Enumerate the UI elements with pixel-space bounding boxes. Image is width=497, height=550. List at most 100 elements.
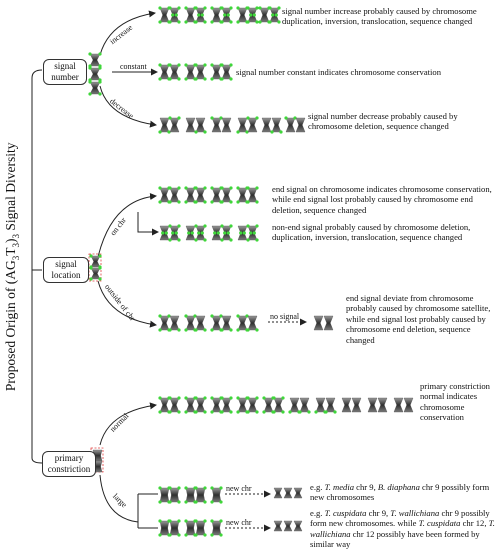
green-signal-dot-icon [177, 238, 181, 242]
green-signal-dot-icon [158, 63, 162, 67]
chromosome-icon [194, 486, 207, 504]
green-signal-dot-icon [229, 396, 233, 400]
chromosome-icon [268, 6, 281, 24]
green-signal-dot-icon [220, 20, 224, 24]
green-signal-dot-icon [219, 519, 223, 523]
green-signal-dot-icon [219, 116, 223, 120]
arrow-large-split [137, 493, 158, 529]
green-signal-dot-icon [220, 410, 224, 414]
green-signal-dot-icon [249, 13, 253, 17]
green-signal-dot-icon [246, 200, 250, 204]
chromosome-icon [220, 186, 233, 204]
chromosome-icon [246, 116, 259, 133]
green-signal-dot-icon [158, 328, 162, 332]
green-signal-dot-icon [210, 533, 214, 537]
green-signal-dot-icon [249, 231, 253, 235]
green-signal-dot-icon [210, 500, 214, 504]
green-signal-dot-icon [236, 314, 240, 318]
title-suffix: Signal Diversity [3, 142, 19, 231]
green-signal-dot-icon [262, 410, 266, 414]
chromosome-icon [298, 397, 311, 414]
green-signal-dot-icon [246, 410, 250, 414]
green-signal-dot-icon [168, 116, 172, 120]
green-signal-dot-icon [158, 314, 162, 318]
green-signal-dot-icon [193, 314, 197, 318]
chromosome-icon [367, 397, 378, 413]
green-signal-dot-icon [194, 200, 198, 204]
green-signal-dot-icon [203, 519, 207, 523]
title-prefix: Proposed Origin of [3, 287, 19, 392]
green-signal-dot-icon [236, 410, 240, 414]
green-signal-dot-icon [324, 410, 328, 414]
chromosome-icon [220, 6, 233, 24]
chromosome-icon [210, 116, 223, 133]
green-signal-dot-icon [220, 328, 224, 332]
green-signal-dot-icon [255, 116, 259, 120]
green-signal-dot-icon [168, 63, 172, 67]
green-signal-dot-icon [184, 533, 188, 537]
green-signal-dot-icon [158, 6, 162, 10]
green-signal-dot-icon [168, 6, 172, 10]
arrow-on-chr [97, 193, 157, 258]
green-signal-dot-icon [268, 6, 272, 10]
green-signal-dot-icon [174, 231, 178, 235]
green-signal-dot-icon [203, 63, 207, 67]
green-signal-dot-icon [203, 6, 207, 10]
green-signal-dot-icon [98, 52, 102, 56]
green-signal-dot-icon [194, 130, 198, 134]
green-signal-dot-icon [229, 224, 233, 228]
green-signal-dot-icon [88, 80, 92, 84]
green-signal-dot-icon [167, 314, 171, 318]
chromosome-icon [88, 66, 102, 82]
chromosome-icon [272, 396, 285, 414]
green-signal-dot-icon [236, 130, 240, 134]
green-signal-dot-icon [168, 533, 172, 537]
chromosome-icon [194, 186, 207, 204]
chromosome-icon [211, 225, 222, 241]
green-signal-dot-icon [220, 238, 224, 242]
green-signal-dot-icon [168, 20, 172, 24]
green-signal-dot-icon [177, 63, 181, 67]
green-signal-dot-icon [168, 486, 172, 490]
green-signal-dot-icon [210, 77, 214, 81]
green-signal-dot-icon [298, 410, 302, 414]
chromosome-icon [184, 396, 197, 414]
green-signal-dot-icon [158, 486, 162, 490]
green-signal-dot-icon [210, 116, 214, 120]
green-signal-dot-icon [197, 13, 201, 17]
green-signal-dot-icon [281, 410, 285, 414]
green-signal-dot-icon [268, 20, 272, 24]
chromosome-icon [194, 63, 207, 81]
green-signal-dot-icon [177, 533, 181, 537]
green-signal-dot-icon [293, 116, 297, 120]
green-signal-dot-icon [203, 328, 207, 332]
green-signal-dot-icon [220, 6, 224, 10]
green-signal-dot-icon [246, 116, 250, 120]
green-signal-dot-icon [220, 63, 224, 67]
chromosome-icon [236, 396, 249, 414]
chromosome-icon [236, 117, 249, 134]
green-signal-dot-icon [200, 231, 204, 235]
green-signal-dot-icon [161, 231, 165, 235]
green-signal-dot-icon [314, 410, 318, 414]
green-signal-dot-icon [236, 20, 240, 24]
green-signal-dot-icon [177, 224, 181, 228]
green-signal-dot-icon [203, 500, 207, 504]
chromosome-icon [284, 116, 297, 133]
green-signal-dot-icon [245, 314, 249, 318]
green-signal-dot-icon [255, 6, 259, 10]
green-signal-dot-icon [168, 396, 172, 400]
desc-large-2: e.g. T. cuspidata chr 9, T. wallichiana … [310, 508, 495, 550]
green-signal-dot-icon [226, 231, 230, 235]
chromosome-icon [185, 225, 196, 241]
green-signal-dot-icon [210, 328, 214, 332]
green-signal-dot-icon [194, 396, 198, 400]
green-signal-dot-icon [194, 6, 198, 10]
green-signal-dot-icon [184, 519, 188, 523]
green-signal-dot-icon [177, 486, 181, 490]
chromosome-icon [393, 397, 404, 413]
green-signal-dot-icon [210, 63, 214, 67]
chromosome-icon [261, 117, 272, 133]
